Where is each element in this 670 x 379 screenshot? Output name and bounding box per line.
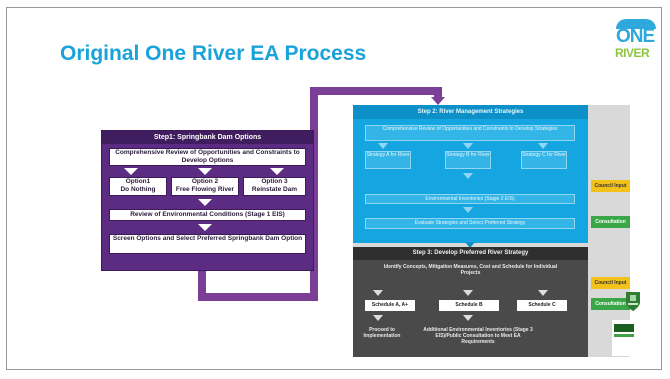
down-arrow-icon — [538, 143, 548, 149]
one-river-logo: ONE RIVER — [614, 19, 662, 63]
down-arrow-icon — [373, 290, 383, 296]
schedule-b-box: Schedule B — [439, 300, 499, 311]
council-input-tag: Council Input — [591, 277, 630, 289]
step1-screen-box: Screen Options and Select Preferred Spri… — [109, 234, 306, 254]
down-arrow-icon — [373, 315, 383, 321]
connector-drop-right — [434, 87, 442, 99]
consultation-tag: Consultation — [591, 216, 630, 228]
strategy-c-box: Strategy C for River — [521, 151, 567, 169]
option-1-box: Option1 Do Nothing — [109, 177, 167, 196]
step3-additional-text: Additional Environmental Inventories (St… — [423, 327, 533, 345]
logo-wave-icon — [616, 19, 656, 29]
down-arrow-icon — [465, 242, 475, 248]
step2-evaluate-box: Evaluate Strategies and Select Preferred… — [365, 218, 575, 229]
step2-panel: Step 2: River Management Strategies Comp… — [353, 105, 588, 243]
down-arrow-icon — [463, 143, 473, 149]
down-arrow-icon — [378, 143, 388, 149]
down-arrow-icon — [463, 207, 473, 213]
connector-horizontal-top — [310, 87, 442, 95]
step3-proceed-text: Proceed to Implementation — [363, 327, 401, 339]
option-2-line1: Option 2 — [191, 178, 219, 185]
step1-panel: Step1: Springbank Dam Options Comprehens… — [101, 130, 314, 271]
down-arrow-icon — [463, 173, 473, 179]
step3-identify-text: Identify Concepts, Mitigation Measures, … — [383, 264, 558, 276]
option-1-line2: Do Nothing — [120, 186, 156, 193]
option-2-box: Option 2 Free Flowing River — [171, 177, 239, 196]
step2-review-box: Comprehensive Review of Opportunities an… — [365, 125, 575, 141]
down-arrow-icon — [538, 290, 548, 296]
connector-horizontal-bottom — [198, 293, 318, 301]
logo-line1: ONE — [616, 26, 655, 47]
consultation-tag: Consultation — [591, 298, 630, 310]
step1-env-box: Review of Environmental Conditions (Stag… — [109, 209, 306, 221]
step1-header: Step1: Springbank Dam Options — [102, 131, 313, 144]
london-logo-icon — [612, 320, 636, 356]
step2-header: Step 2: River Management Strategies — [353, 105, 588, 119]
down-arrow-icon — [198, 224, 212, 231]
process-diagram-image: Step 2: River Management Strategies Comp… — [353, 105, 630, 357]
step1-review-box: Comprehensive Review of Opportunities an… — [109, 148, 306, 166]
down-arrow-icon — [198, 199, 212, 206]
step3-header: Step 3: Develop Preferred River Strategy — [353, 247, 588, 260]
connector-arrowhead-icon — [431, 97, 445, 105]
option-1-line1: Option1 — [125, 178, 151, 185]
option-3-line1: Option 3 — [261, 178, 288, 185]
option-2-line2: Free Flowing River — [175, 186, 235, 193]
step3-panel: Step 3: Develop Preferred River Strategy… — [353, 247, 588, 357]
strategy-b-box: Strategy B for River — [445, 151, 491, 169]
down-arrow-icon — [124, 168, 138, 175]
step2-inventories-box: Environmental Inventories (Stage 2 EIS) — [365, 194, 575, 204]
option-3-line2: Reinstate Dam — [251, 186, 298, 193]
option-3-box: Option 3 Reinstate Dam — [243, 177, 306, 196]
connector-vertical-left — [198, 270, 206, 301]
down-arrow-icon — [270, 168, 284, 175]
down-arrow-icon — [463, 290, 473, 296]
down-arrow-icon — [463, 315, 473, 321]
city-crest-icon — [626, 292, 640, 311]
slide-title: Original One River EA Process — [60, 42, 367, 65]
connector-vertical-middle — [310, 87, 318, 301]
schedule-a-box: Schedule A, A+ — [365, 300, 415, 311]
down-arrow-icon — [198, 168, 212, 175]
logo-line2: RIVER — [615, 46, 650, 60]
council-input-tag: Council Input — [591, 180, 630, 192]
strategy-a-box: Strategy A for River — [365, 151, 411, 169]
schedule-c-box: Schedule C — [517, 300, 567, 311]
